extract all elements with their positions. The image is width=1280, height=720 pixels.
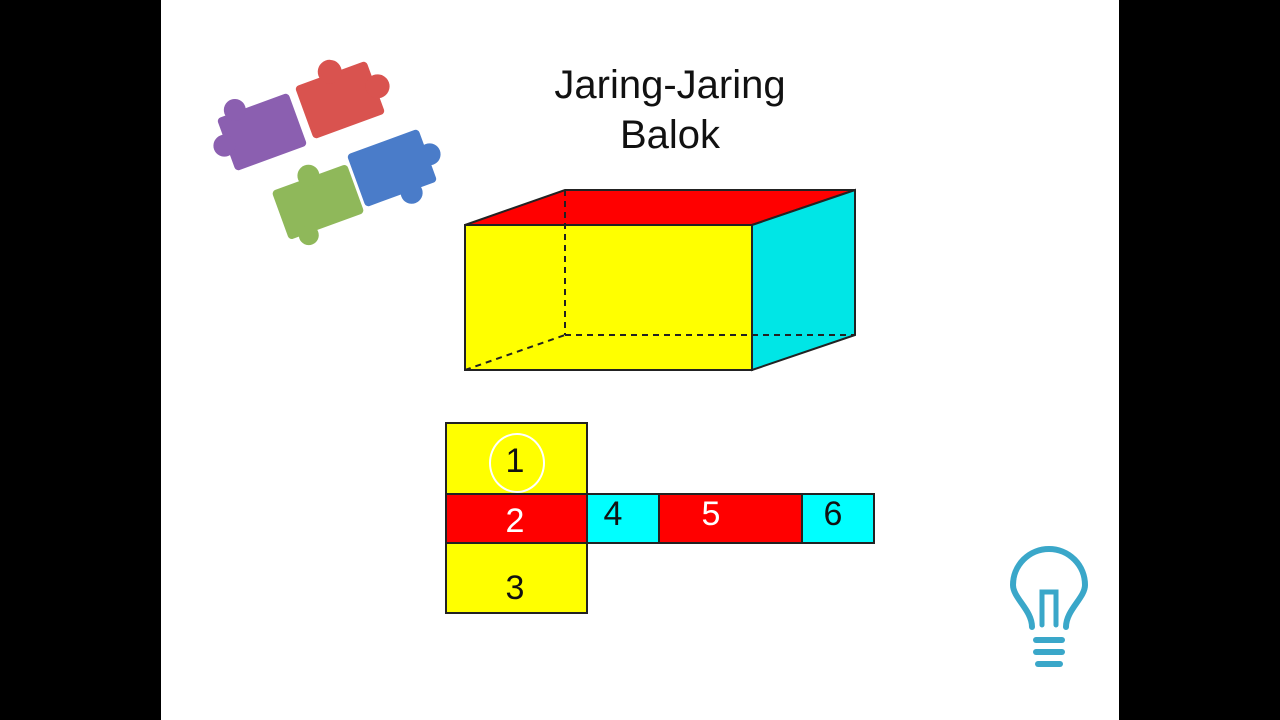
face-1-circle (489, 433, 545, 493)
net-face-6 (801, 493, 875, 544)
net-label-2: 2 (505, 502, 525, 540)
net-face-3 (445, 542, 588, 614)
net-face-4 (586, 493, 660, 544)
net-label-3: 3 (505, 569, 525, 607)
title-line-2: Balok (619, 113, 721, 157)
cuboid-diagram (464, 188, 856, 372)
page-title: Jaring-Jaring Balok (161, 60, 1179, 160)
net-label-4: 4 (603, 495, 623, 533)
net-label-6: 6 (823, 495, 843, 533)
net-face-5 (658, 493, 803, 544)
net-label-1: 1 (505, 442, 525, 480)
lightbulb-icon (1009, 546, 1089, 667)
net-label-5: 5 (701, 495, 721, 533)
title-line-1: Jaring-Jaring (554, 63, 786, 107)
